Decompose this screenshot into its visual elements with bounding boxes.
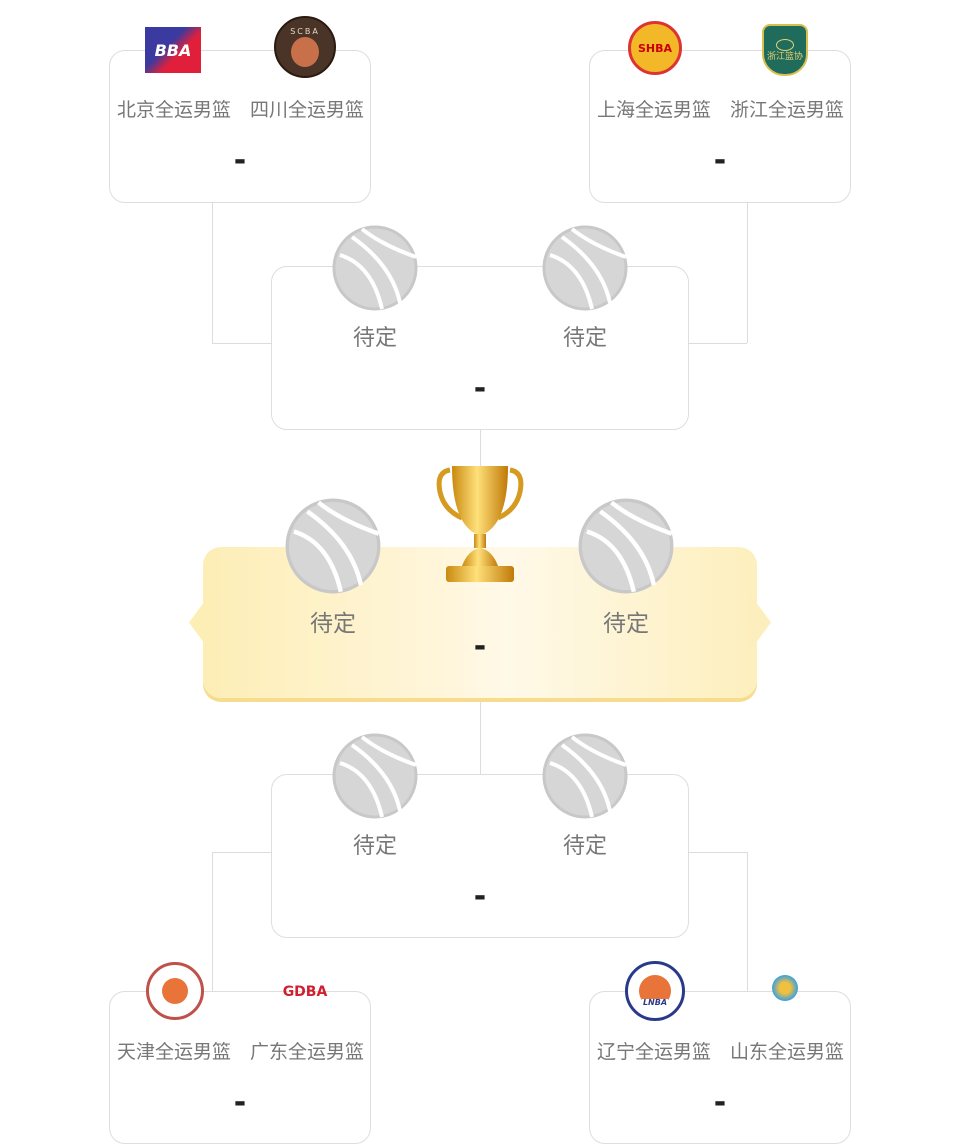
match-card-quarter-bottom-right[interactable] <box>589 991 851 1144</box>
match-score: - <box>233 1085 247 1120</box>
trophy-icon <box>436 466 524 582</box>
match-score: - <box>473 629 487 664</box>
zhejiang-logo-text: 浙江篮协 <box>766 51 803 62</box>
liaoning-logo: LNBA <box>625 961 685 1021</box>
connector-line <box>689 343 747 344</box>
basketball-placeholder-icon <box>578 498 674 594</box>
match-score: - <box>713 1085 727 1120</box>
team-name: 广东全运男篮 <box>249 1041 365 1063</box>
match-card-quarter-top-right[interactable] <box>589 50 851 203</box>
match-card-quarter-bottom-left[interactable] <box>109 991 371 1144</box>
connector-line <box>212 852 213 991</box>
team-name: 待定 <box>603 611 649 637</box>
shanghai-logo-text: SHBA <box>637 41 673 55</box>
beijing-logo-text: BBA <box>154 40 192 60</box>
guangdong-logo-text: GDBA <box>282 984 328 1000</box>
basketball-placeholder-icon <box>542 733 628 819</box>
basketball-placeholder-icon <box>285 498 381 594</box>
team-name: 待定 <box>352 326 398 351</box>
team-name: 待定 <box>310 611 356 637</box>
team-name: 北京全运男篮 <box>116 99 232 121</box>
liaoning-logo-text: LNBA <box>641 998 669 1007</box>
team-name: 上海全运男篮 <box>596 99 712 121</box>
team-name: 待定 <box>352 834 398 859</box>
tianjin-logo <box>146 962 204 1020</box>
guangdong-logo: GDBA <box>277 980 333 1004</box>
sichuan-logo: SCBA <box>274 16 336 78</box>
match-card-semi-top[interactable] <box>271 266 689 430</box>
basketball-placeholder-icon <box>332 225 418 311</box>
connector-line <box>747 203 748 343</box>
match-score: - <box>233 143 247 178</box>
connector-line <box>689 852 747 853</box>
team-name: 天津全运男篮 <box>116 1041 232 1063</box>
team-name: 山东全运男篮 <box>729 1041 845 1063</box>
shandong-logo <box>772 975 798 1001</box>
team-name: 待定 <box>562 834 608 859</box>
match-score: - <box>473 371 487 406</box>
match-score: - <box>473 879 487 914</box>
team-name: 四川全运男篮 <box>249 99 365 121</box>
match-score: - <box>713 143 727 178</box>
connector-line <box>480 698 481 774</box>
team-name: 辽宁全运男篮 <box>596 1041 712 1063</box>
shanghai-logo: SHBA <box>628 21 682 75</box>
match-card-quarter-top-left[interactable] <box>109 50 371 203</box>
basketball-placeholder-icon <box>542 225 628 311</box>
connector-line <box>212 852 271 853</box>
beijing-logo: BBA <box>145 27 201 73</box>
connector-line <box>212 343 271 344</box>
team-name: 待定 <box>562 326 608 351</box>
connector-line <box>212 203 213 343</box>
connector-line <box>747 852 748 991</box>
basketball-placeholder-icon <box>332 733 418 819</box>
sichuan-logo-text: SCBA <box>290 26 320 36</box>
match-card-semi-bottom[interactable] <box>271 774 689 938</box>
team-name: 浙江全运男篮 <box>729 99 845 121</box>
zhejiang-logo: 浙江篮协 <box>762 24 808 76</box>
